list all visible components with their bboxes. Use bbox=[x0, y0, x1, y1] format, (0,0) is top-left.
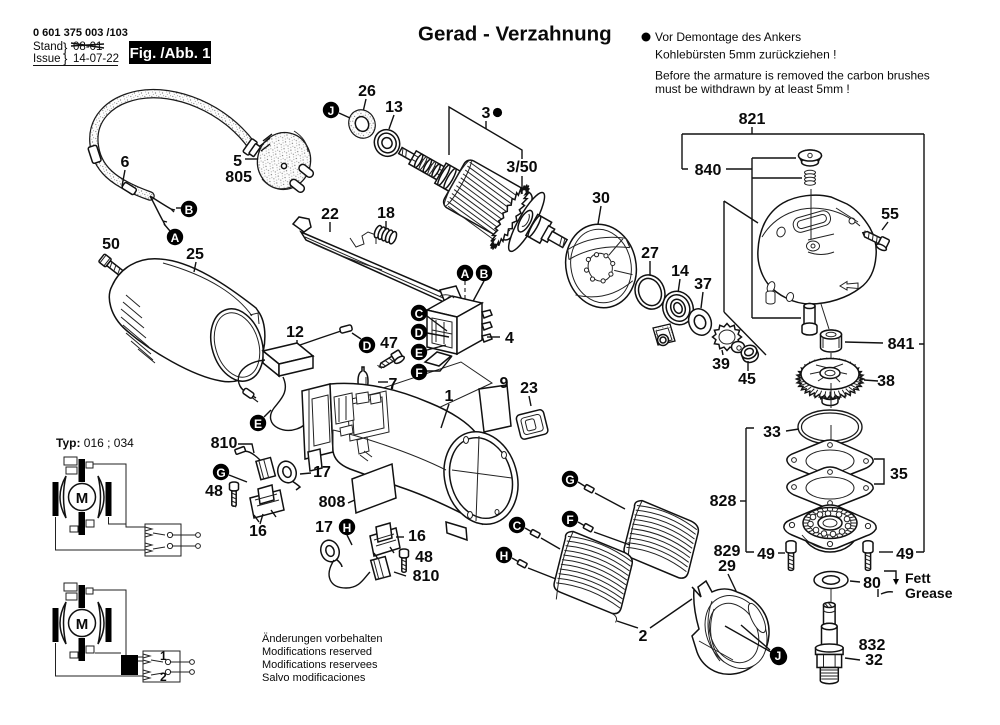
svg-text:0 601 375 003 /103: 0 601 375 003 /103 bbox=[33, 27, 128, 39]
svg-text:808: 808 bbox=[319, 494, 346, 511]
svg-text:Modifications reserved: Modifications reserved bbox=[262, 646, 372, 658]
svg-text:840: 840 bbox=[695, 162, 722, 179]
svg-text:2: 2 bbox=[160, 670, 167, 684]
svg-text:Änderungen vorbehalten: Änderungen vorbehalten bbox=[262, 633, 382, 645]
svg-text:821: 821 bbox=[739, 111, 766, 128]
svg-text:17: 17 bbox=[315, 519, 333, 536]
svg-text:M: M bbox=[76, 490, 89, 507]
svg-text:4: 4 bbox=[505, 330, 514, 347]
svg-text:G: G bbox=[565, 473, 574, 487]
svg-text:29: 29 bbox=[718, 558, 736, 575]
svg-text:Stand: Stand bbox=[33, 41, 63, 53]
svg-text:1: 1 bbox=[160, 649, 167, 663]
svg-text:26: 26 bbox=[358, 83, 376, 100]
svg-text:5: 5 bbox=[233, 153, 242, 170]
svg-text:9: 9 bbox=[500, 375, 509, 392]
svg-text:D: D bbox=[415, 326, 424, 340]
svg-text:M: M bbox=[76, 616, 89, 633]
svg-text:80: 80 bbox=[863, 575, 881, 592]
svg-text:E: E bbox=[415, 346, 423, 360]
svg-text:37: 37 bbox=[694, 276, 712, 293]
svg-text:C: C bbox=[513, 519, 522, 533]
svg-text:30: 30 bbox=[592, 190, 610, 207]
svg-text:810: 810 bbox=[211, 435, 238, 452]
svg-text:13: 13 bbox=[385, 99, 403, 116]
svg-text:Salvo modificaciones: Salvo modificaciones bbox=[262, 672, 366, 684]
svg-text:Vor Demontage des Ankers: Vor Demontage des Ankers bbox=[655, 30, 801, 44]
svg-text:J: J bbox=[328, 104, 335, 118]
svg-text:16: 16 bbox=[249, 523, 267, 540]
svg-text:must be withdrawn by at least: must be withdrawn by at least 5mm ! bbox=[655, 82, 850, 96]
svg-text:55: 55 bbox=[881, 206, 899, 223]
svg-text:A: A bbox=[171, 231, 180, 245]
svg-text:23: 23 bbox=[520, 380, 538, 397]
svg-text:805: 805 bbox=[225, 169, 252, 186]
svg-text:832: 832 bbox=[859, 637, 886, 654]
svg-text:17: 17 bbox=[313, 464, 331, 481]
svg-text:841: 841 bbox=[888, 336, 915, 353]
svg-text:B: B bbox=[185, 203, 194, 217]
svg-text:810: 810 bbox=[413, 568, 440, 585]
svg-text:35: 35 bbox=[890, 466, 908, 483]
svg-text:22: 22 bbox=[321, 206, 339, 223]
svg-text:Typ: 016 ; 034: Typ: 016 ; 034 bbox=[56, 436, 134, 450]
svg-text:Fett: Fett bbox=[905, 570, 931, 586]
svg-text:Before the armature is removed: Before the armature is removed the carbo… bbox=[655, 69, 930, 83]
svg-text:50: 50 bbox=[102, 236, 120, 253]
svg-text:25: 25 bbox=[186, 246, 204, 263]
svg-text:7: 7 bbox=[389, 376, 398, 393]
svg-text:828: 828 bbox=[710, 493, 737, 510]
svg-text:F: F bbox=[566, 513, 573, 527]
svg-text:3: 3 bbox=[482, 105, 491, 122]
svg-text:2: 2 bbox=[639, 628, 648, 645]
svg-text:14: 14 bbox=[671, 263, 689, 280]
svg-text:G: G bbox=[216, 466, 225, 480]
svg-text:829: 829 bbox=[714, 543, 741, 560]
svg-text:H: H bbox=[343, 521, 352, 535]
svg-text:39: 39 bbox=[712, 356, 730, 373]
svg-text:Modifications reservees: Modifications reservees bbox=[262, 659, 378, 671]
svg-text:48: 48 bbox=[415, 549, 433, 566]
svg-text:Fig. /Abb. 1: Fig. /Abb. 1 bbox=[130, 45, 211, 62]
svg-text:32: 32 bbox=[865, 652, 883, 669]
svg-text:E: E bbox=[254, 417, 262, 431]
svg-text:1: 1 bbox=[445, 388, 454, 405]
svg-text:J: J bbox=[775, 649, 782, 663]
svg-text:A: A bbox=[461, 267, 470, 281]
svg-text:33: 33 bbox=[763, 424, 781, 441]
svg-text:6: 6 bbox=[121, 154, 130, 171]
svg-text:16: 16 bbox=[408, 528, 426, 545]
svg-text:}: } bbox=[63, 40, 68, 55]
svg-text:H: H bbox=[500, 549, 509, 563]
svg-text:45: 45 bbox=[738, 371, 756, 388]
svg-text:F: F bbox=[415, 366, 422, 380]
svg-text:Kohlebürsten 5mm zurückziehen: Kohlebürsten 5mm zurückziehen ! bbox=[655, 48, 836, 62]
svg-text:}: } bbox=[63, 51, 68, 66]
svg-text:Gerad - Verzahnung: Gerad - Verzahnung bbox=[418, 23, 612, 46]
svg-text:D: D bbox=[363, 339, 372, 353]
svg-text:C: C bbox=[415, 307, 424, 321]
svg-text:12: 12 bbox=[286, 324, 304, 341]
svg-text:47: 47 bbox=[380, 335, 398, 352]
svg-text:3/50: 3/50 bbox=[506, 159, 537, 176]
svg-text:18: 18 bbox=[377, 205, 395, 222]
svg-text:49: 49 bbox=[896, 546, 914, 563]
svg-text:Issue: Issue bbox=[33, 53, 61, 65]
svg-text:48: 48 bbox=[205, 483, 223, 500]
svg-text:38: 38 bbox=[877, 373, 895, 390]
svg-text:27: 27 bbox=[641, 245, 659, 262]
svg-text:14-07-22: 14-07-22 bbox=[73, 53, 119, 65]
svg-text:B: B bbox=[480, 267, 489, 281]
svg-text:Grease: Grease bbox=[905, 585, 953, 601]
svg-text:49: 49 bbox=[757, 546, 775, 563]
